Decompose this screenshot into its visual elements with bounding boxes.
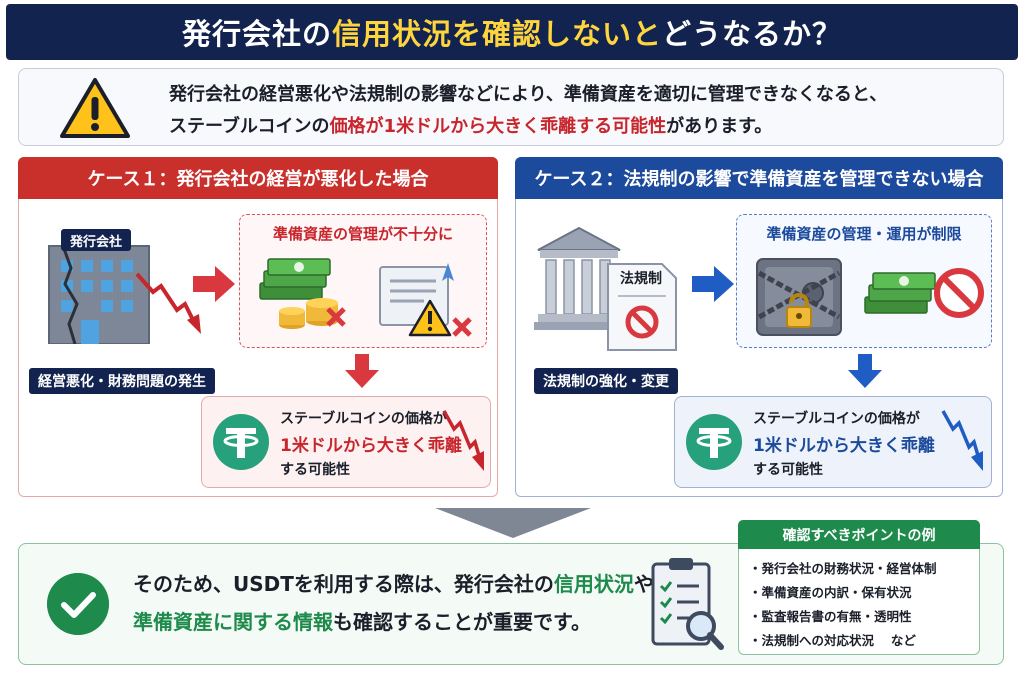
- company-sign: 発行会社: [61, 229, 132, 251]
- title-part1: 発行会社の: [181, 17, 332, 51]
- regulation-doc-label: 法規制: [620, 271, 662, 287]
- check-point-item: 監査報告書の有無・透明性: [749, 605, 937, 629]
- conclusion-line1-pre: そのため、USDTを利用する際は、発行会社の: [133, 572, 554, 596]
- warning-line2-highlight: 価格が1米ドルから大きく乖離する可能性: [329, 116, 667, 137]
- conclusion-line1-post: や: [633, 572, 654, 596]
- tether-icon: [686, 414, 742, 470]
- conclusion-line-1: そのため、USDTを利用する際は、発行会社の信用状況や: [133, 568, 654, 597]
- case2-reserve-title: 準備資産の管理・運用が制限: [766, 225, 962, 243]
- check-point-item: 法規制への対応状況 など: [749, 629, 937, 653]
- conclusion-line-2: 準備資産に関する情報も確認することが重要です。: [133, 606, 591, 635]
- case1-result-box: ステーブルコインの価格が 1米ドルから大きく乖離 する可能性: [201, 396, 491, 488]
- money-prohibited-icon: [864, 268, 984, 318]
- document-warning-icon: [379, 263, 472, 337]
- down-arrow-icon: [848, 354, 882, 388]
- case2-panel: ケース２：法規制の影響で準備資産を管理できない場合 法規制 法規制の強化・変更 …: [515, 157, 1003, 497]
- clipboard-magnifier-icon: [651, 558, 724, 650]
- check-points-box: 確認すべきポイントの例 発行会社の財務状況・経営体制 準備資産の内訳・保有状況 …: [738, 520, 980, 655]
- case1-reserve-title: 準備資産の管理が不十分に: [272, 225, 453, 243]
- title-banner: 発行会社の信用状況を確認しないとどうなるか？: [6, 4, 1018, 60]
- right-arrow-icon: [692, 266, 734, 302]
- big-down-arrow-icon: [435, 508, 591, 538]
- check-point-item: 発行会社の財務状況・経営体制: [749, 557, 937, 581]
- check-points-list: 発行会社の財務状況・経営体制 準備資産の内訳・保有状況 監査報告書の有無・透明性…: [749, 557, 937, 653]
- cracked-building-icon: [48, 245, 150, 344]
- falling-trend-icon: [941, 410, 983, 471]
- warning-line2-pre: ステーブルコインの: [169, 116, 330, 137]
- case2-result-box: ステーブルコインの価格が 1米ドルから大きく乖離 する可能性: [674, 396, 992, 488]
- case2-result-line2: 1米ドルから大きく乖離: [753, 436, 935, 456]
- conclusion-line1-highlight: 信用状況: [553, 572, 634, 596]
- case2-result-line3: する可能性: [753, 462, 823, 478]
- falling-trend-icon: [442, 410, 484, 471]
- case1-result-line2: 1米ドルから大きく乖離: [280, 436, 462, 456]
- checkmark-icon: [47, 573, 109, 635]
- case1-result-line1: ステーブルコインの価格が: [280, 411, 447, 427]
- case1-cause-label: 経営悪化・財務問題の発生: [29, 368, 215, 394]
- check-points-header: 確認すべきポイントの例: [738, 520, 980, 549]
- title-part2: どうなるか？: [662, 17, 843, 51]
- money-coins-icon: [259, 258, 346, 329]
- locked-safe-icon: [756, 258, 842, 336]
- warning-line2-post: があります。: [666, 116, 773, 137]
- case1-header: ケース１：発行会社の経営が悪化した場合: [18, 157, 498, 199]
- down-arrow-icon: [345, 354, 379, 388]
- conclusion-line2-highlight: 準備資産に関する情報: [133, 610, 333, 634]
- warning-triangle-icon: [60, 78, 130, 138]
- warning-line-1: 発行会社の経営悪化や法規制の影響などにより、準備資産を適切に管理できなくなると、: [169, 84, 888, 105]
- case2-cause-label: 法規制の強化・変更: [534, 368, 678, 394]
- check-point-item: 準備資産の内訳・保有状況: [749, 581, 937, 605]
- warning-line-2: ステーブルコインの価格が1米ドルから大きく乖離する可能性があります。: [169, 112, 772, 138]
- falling-trend-icon: [135, 272, 201, 334]
- case2-result-line1: ステーブルコインの価格が: [753, 411, 920, 427]
- case1-panel: ケース１：発行会社の経営が悪化した場合 発行会社 経営悪化・財務問題の発生 準備…: [18, 157, 498, 497]
- warning-box: 発行会社の経営悪化や法規制の影響などにより、準備資産を適切に管理できなくなると、…: [18, 68, 1004, 146]
- case2-header: ケース２：法規制の影響で準備資産を管理できない場合: [515, 157, 1003, 199]
- case1-reserve-box: 準備資産の管理が不十分に: [239, 214, 487, 348]
- bank-building-icon: [534, 226, 624, 330]
- right-arrow-icon: [193, 266, 235, 302]
- title-highlight: 信用状況を確認しないと: [331, 17, 662, 51]
- page-title: 発行会社の信用状況を確認しないとどうなるか？: [182, 11, 842, 53]
- case1-result-line3: する可能性: [280, 462, 350, 478]
- regulation-document-icon: [607, 263, 677, 351]
- case2-reserve-box: 準備資産の管理・運用が制限: [736, 214, 992, 348]
- tether-icon: [213, 414, 269, 470]
- conclusion-line2-post: も確認することが重要です。: [333, 610, 591, 634]
